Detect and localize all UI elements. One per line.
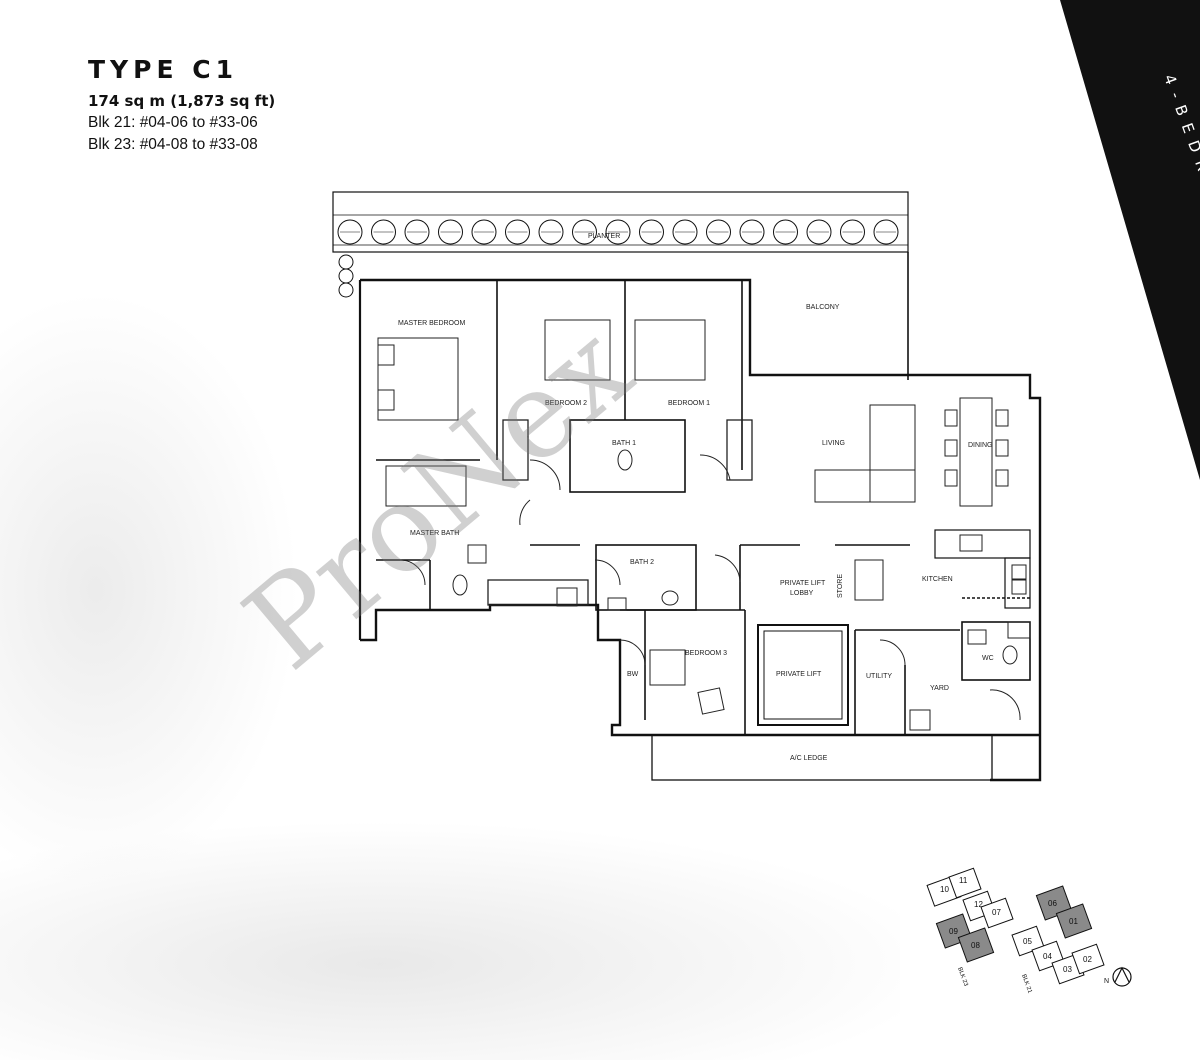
keyplan-unit-10: 10: [940, 885, 949, 894]
planter-tree-icon: [404, 219, 430, 245]
planter-tree-icon: [706, 219, 731, 245]
keyplan-unit-05: 05: [1023, 937, 1032, 946]
planter-tree-icon: [337, 219, 363, 245]
bedroom1-bed: [634, 319, 706, 381]
planter-tree-icon: [338, 254, 354, 270]
sofa: [814, 469, 916, 503]
plan-header: TYPE C1 174 sq m (1,873 sq ft) Blk 21: #…: [88, 55, 275, 154]
unit-numbers-blk23: Blk 23: #04-08 to #33-08: [88, 136, 258, 153]
planter-tree-icon: [338, 268, 354, 284]
planter-trees: [337, 219, 899, 298]
planter-tree-icon: [471, 219, 497, 245]
planter-tree-icon: [605, 219, 631, 245]
label-dining: DINING: [968, 442, 993, 449]
keyplan-unit-07-shape: [980, 897, 1014, 929]
keyplan-unit-09: 09: [949, 927, 958, 936]
planter-tree-icon: [739, 219, 765, 245]
keyplan-unit-06: 06: [1048, 899, 1057, 908]
planter-tree-icon: [840, 219, 865, 245]
master-bed: [377, 337, 459, 421]
planter-tree-icon: [572, 219, 597, 245]
bedroom2-bed: [544, 319, 611, 381]
planter-tree-icon: [806, 219, 832, 245]
label-ac-ledge: A/C LEDGE: [790, 755, 828, 762]
plan-furniture: [377, 319, 1031, 731]
label-kitchen: KITCHEN: [922, 576, 953, 583]
wc-outline: [961, 621, 1031, 681]
label-master-bath: MASTER BATH: [410, 530, 459, 537]
label-private-lift-lobby-line1: PRIVATE LIFT: [780, 580, 826, 587]
keyplan-blk21-label: BLK 21: [1020, 974, 1033, 995]
master-bathtub: [385, 465, 467, 507]
keyplan-unit-01: 01: [1069, 917, 1078, 926]
kitchen-counter-top: [934, 529, 1031, 559]
unit-numbers-blk21: Blk 21: #04-06 to #33-06: [88, 114, 258, 131]
label-bath2: BATH 2: [630, 559, 654, 566]
planter-tree-icon: [338, 282, 354, 298]
keyplan-unit-03: 03: [1063, 965, 1072, 974]
label-bw: BW: [627, 671, 639, 678]
planter-tree-icon: [873, 219, 899, 245]
private-lift-shaft: [757, 624, 849, 726]
keyplan-unit-11: 11: [959, 876, 968, 885]
planter-tree-icon: [505, 219, 530, 245]
ac-ledge-outline: [651, 734, 993, 781]
bedroom1-wardrobe: [726, 419, 753, 481]
planter-tree-icon: [371, 219, 396, 245]
label-private-lift-lobby-line2: LOBBY: [790, 590, 814, 597]
planter-tree-icon: [438, 219, 463, 245]
master-wardrobe: [487, 579, 589, 606]
planter-strip: [332, 191, 909, 253]
label-wc: WC: [982, 655, 994, 662]
keyplan-unit-12: 12: [974, 900, 983, 909]
bath1-outline: [569, 419, 686, 493]
kitchen-counter-side: [1004, 557, 1031, 609]
unit-type-title: TYPE C1: [88, 55, 239, 84]
bedroom3-bed: [649, 649, 686, 686]
dining-table: [959, 397, 993, 507]
label-bedroom2: BEDROOM 2: [545, 400, 587, 407]
label-private-lift: PRIVATE LIFT: [776, 671, 822, 678]
bath2-outline: [595, 544, 697, 611]
keyplan-unit-01-shape: [1055, 903, 1093, 939]
keyplan-blk23-label: BLK 23: [956, 967, 969, 988]
label-yard: YARD: [930, 685, 949, 692]
label-bath1: BATH 1: [612, 440, 636, 447]
plan-walls: [332, 191, 1042, 782]
label-bedroom3: BEDROOM 3: [685, 650, 727, 657]
label-store: STORE: [837, 574, 844, 598]
label-bedroom1: BEDROOM 1: [668, 400, 710, 407]
planter-tree-icon: [773, 219, 798, 245]
label-living: LIVING: [822, 440, 845, 447]
label-utility: UTILITY: [866, 673, 892, 680]
keyplan-unit-04: 04: [1043, 952, 1052, 961]
bedroom2-wardrobe: [502, 419, 529, 481]
keyplan-unit-08: 08: [971, 941, 980, 950]
keyplan-unit-07: 07: [992, 908, 1001, 917]
planter-tree-icon: [538, 219, 564, 245]
north-arrow-icon: [1112, 967, 1132, 987]
washer: [909, 709, 931, 731]
label-planter: PLANTER: [588, 233, 620, 240]
fridge: [854, 559, 884, 601]
planter-tree-icon: [639, 219, 664, 245]
room-labels: PLANTER BALCONY MASTER BEDROOM BEDROOM 2…: [398, 233, 994, 762]
keyplan-unit-02-shape: [1071, 943, 1105, 975]
keyplan-unit-02: 02: [1083, 955, 1092, 964]
unit-area: 174 sq m (1,873 sq ft): [88, 92, 276, 110]
planter-tree-icon: [672, 219, 698, 245]
label-balcony: BALCONY: [806, 304, 840, 311]
keyplan-unit-08-shape: [957, 927, 995, 963]
label-master-bedroom: MASTER BEDROOM: [398, 320, 465, 327]
keyplan-unit-11-shape: [948, 867, 982, 899]
key-plan: 10 11 12 07 09 08 06 01 05 04 03 02 BLK …: [926, 867, 1132, 995]
north-label: N: [1104, 978, 1109, 985]
